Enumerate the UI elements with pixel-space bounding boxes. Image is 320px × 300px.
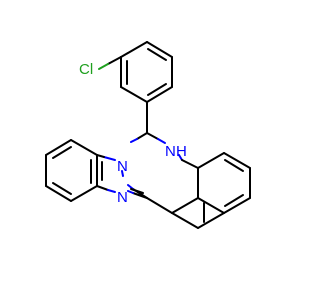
bond (132, 192, 148, 199)
double-bond-inner (147, 48, 167, 61)
bridge-nitrogen-label: N (117, 158, 128, 175)
bond (96, 185, 109, 191)
bond (197, 197, 225, 214)
bond (146, 197, 173, 214)
imidazole-nitrogen-label: N (117, 189, 128, 206)
bond (45, 139, 72, 156)
bond (223, 152, 251, 169)
bond (107, 189, 116, 193)
dihydroquinazoline-ring (127, 132, 199, 214)
bond (181, 159, 199, 169)
bond (223, 197, 251, 214)
bond (96, 154, 105, 158)
bond (157, 138, 166, 144)
bond (146, 41, 173, 58)
molecule-diagram: Cl N H N N (45, 41, 251, 229)
bond (70, 139, 98, 156)
bond (103, 156, 116, 161)
bond (120, 41, 148, 58)
double-bond-inner (147, 83, 167, 96)
nh-nitrogen-label: N (165, 143, 176, 160)
bond (146, 132, 159, 140)
double-bond-inner (130, 188, 144, 194)
double-bond-inner (52, 146, 72, 159)
bond (121, 170, 124, 177)
bond (171, 197, 199, 214)
nh-hydrogen-label: H (176, 143, 187, 160)
structure-canvas: Cl N H N N (45, 41, 251, 229)
bond (146, 86, 173, 103)
bond (197, 212, 225, 229)
bond (107, 56, 122, 65)
bond (45, 185, 72, 202)
double-bond-inner (224, 194, 244, 207)
chlorophenyl-ring (120, 41, 173, 103)
chlorine-label: Cl (79, 61, 93, 78)
bond (136, 132, 148, 140)
bond (171, 212, 199, 229)
double-bond-inner (52, 182, 72, 195)
bond-to-chlorine (98, 63, 109, 70)
bond (127, 184, 134, 190)
bond (70, 185, 98, 202)
benzo-ring-right (171, 152, 251, 229)
bond (197, 152, 225, 169)
imidazole-ring (96, 154, 148, 199)
bond (120, 86, 148, 103)
bond (127, 190, 134, 194)
double-bond-inner (224, 159, 244, 172)
bond (130, 138, 138, 143)
benzo-ring-left (45, 139, 98, 202)
